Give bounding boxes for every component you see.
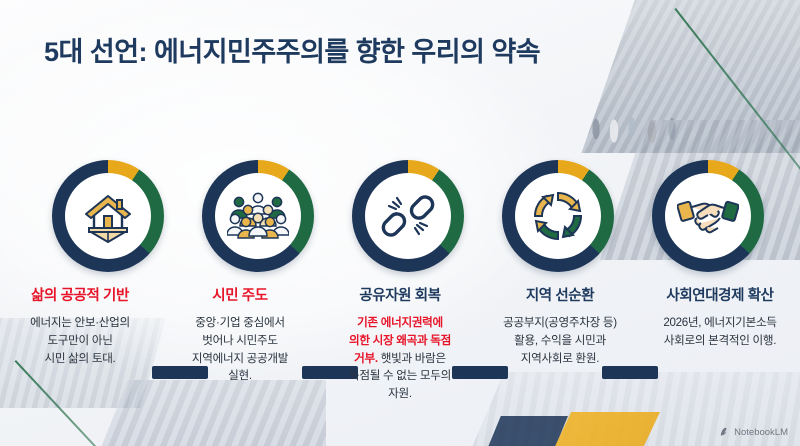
watermark-label: NotebookLM — [734, 427, 788, 438]
pillar-body-line: 도구만이 아닌 — [47, 334, 113, 347]
pillar-heading-1: 삶의 공공적 기반 — [31, 288, 129, 304]
pillar-body-3: 기존 에너지권력에 의한 시장 왜곡과 독점 거부. 햇빛과 바람은 독점될 수… — [323, 314, 477, 402]
pillar-node-5[interactable] — [652, 160, 764, 272]
notebooklm-logo-icon — [720, 428, 728, 436]
pillar-node-1[interactable] — [52, 160, 164, 272]
pillar-body-line: 활용, 수익을 시민과 — [514, 334, 606, 347]
pillar-body-line: 기존 에너지권력에 — [357, 316, 443, 330]
pillar-body-line: 지역에너지 공공개발 — [191, 351, 289, 365]
pillar-heading-5: 사회연대경제 확산 — [666, 288, 774, 304]
pillar-node-2[interactable] — [202, 160, 314, 272]
pillar-body-line: 자원. — [388, 386, 412, 400]
pillar-body-5: 2026년, 에너지기본소득 사회로의 본격적인 이행. — [643, 314, 797, 349]
handshake-icon — [677, 200, 739, 234]
pillar-body-emphasis: 거부. — [354, 351, 378, 365]
pillar-body-line: 벗어나 시민주도 — [202, 334, 278, 347]
ring-inner-2 — [215, 173, 301, 259]
pillar-body-line: 지역사회로 환원. — [520, 351, 600, 365]
pillar-body-line: 시민 삶의 토대. — [44, 351, 116, 365]
pillar-text-columns: 삶의 공공적 기반 에너지는 안보·산업의 도구만이 아닌 시민 삶의 토대. … — [0, 288, 800, 402]
pillar-body-line: 독점될 수 없는 모두의 — [348, 369, 452, 383]
pillar-body-tail: 햇빛과 바람은 — [377, 351, 446, 365]
pillar-body-2: 중앙·기업 중심에서 벗어나 시민주도 지역에너지 공공개발 실현. — [163, 314, 317, 384]
ring-inner-1 — [65, 173, 151, 259]
connector-1-2 — [152, 366, 208, 379]
pillar-body-4: 공공부지(공영주차장 등) 활용, 수익을 시민과 지역사회로 환원. — [483, 314, 637, 367]
pillar-column-3: 공유자원 회복 기존 에너지권력에 의한 시장 왜곡과 독점 거부. 햇빛과 바… — [320, 288, 480, 402]
pillar-heading-3: 공유자원 회복 — [359, 288, 441, 304]
pillar-column-4: 지역 선순환 공공부지(공영주차장 등) 활용, 수익을 시민과 지역사회로 환… — [480, 288, 640, 402]
pillar-body-line-mixed: 거부. 햇빛과 바람은 — [323, 350, 477, 368]
pillar-body-line: 사회로의 본격적인 이행. — [663, 334, 777, 347]
pillar-column-1: 삶의 공공적 기반 에너지는 안보·산업의 도구만이 아닌 시민 삶의 토대. — [0, 288, 160, 402]
pillar-column-5: 사회연대경제 확산 2026년, 에너지기본소득 사회로의 본격적인 이행. — [640, 288, 800, 402]
ring-inner-3 — [365, 173, 451, 259]
pillar-heading-4: 지역 선순환 — [525, 288, 595, 304]
pillar-pipeline — [0, 160, 800, 379]
pillar-body-line: 실현. — [228, 369, 252, 383]
broken-chain-icon — [381, 195, 435, 237]
watermark: NotebookLM — [719, 427, 788, 438]
ring-inner-4 — [515, 173, 601, 259]
pillar-node-4[interactable] — [502, 160, 614, 272]
house-foundation-icon — [85, 195, 131, 243]
pillar-heading-2: 시민 주도 — [212, 288, 268, 304]
pillar-body-line: 공공부지(공영주차장 등) — [503, 316, 617, 330]
connector-2-3 — [302, 366, 358, 379]
pillar-body-line: 중앙·기업 중심에서 — [195, 316, 285, 330]
page-title: 5대 선언: 에너지민주주의를 향한 우리의 약속 — [44, 37, 541, 67]
pillar-body-line: 2026년, 에너지기본소득 — [663, 316, 777, 330]
ring-inner-5 — [665, 173, 751, 259]
pillar-body-1: 에너지는 안보·산업의 도구만이 아닌 시민 삶의 토대. — [3, 314, 157, 367]
recycle-cycle-icon — [533, 191, 583, 241]
pillar-node-3[interactable] — [352, 160, 464, 272]
pillar-body-line: 에너지는 안보·산업의 — [30, 316, 130, 330]
people-group-icon — [227, 192, 289, 239]
connector-3-4 — [452, 366, 508, 379]
pillar-body-line: 의한 시장 왜곡과 독점 — [348, 334, 452, 347]
pillar-column-2: 시민 주도 중앙·기업 중심에서 벗어나 시민주도 지역에너지 공공개발 실현. — [160, 288, 320, 402]
connector-4-5 — [602, 366, 658, 379]
